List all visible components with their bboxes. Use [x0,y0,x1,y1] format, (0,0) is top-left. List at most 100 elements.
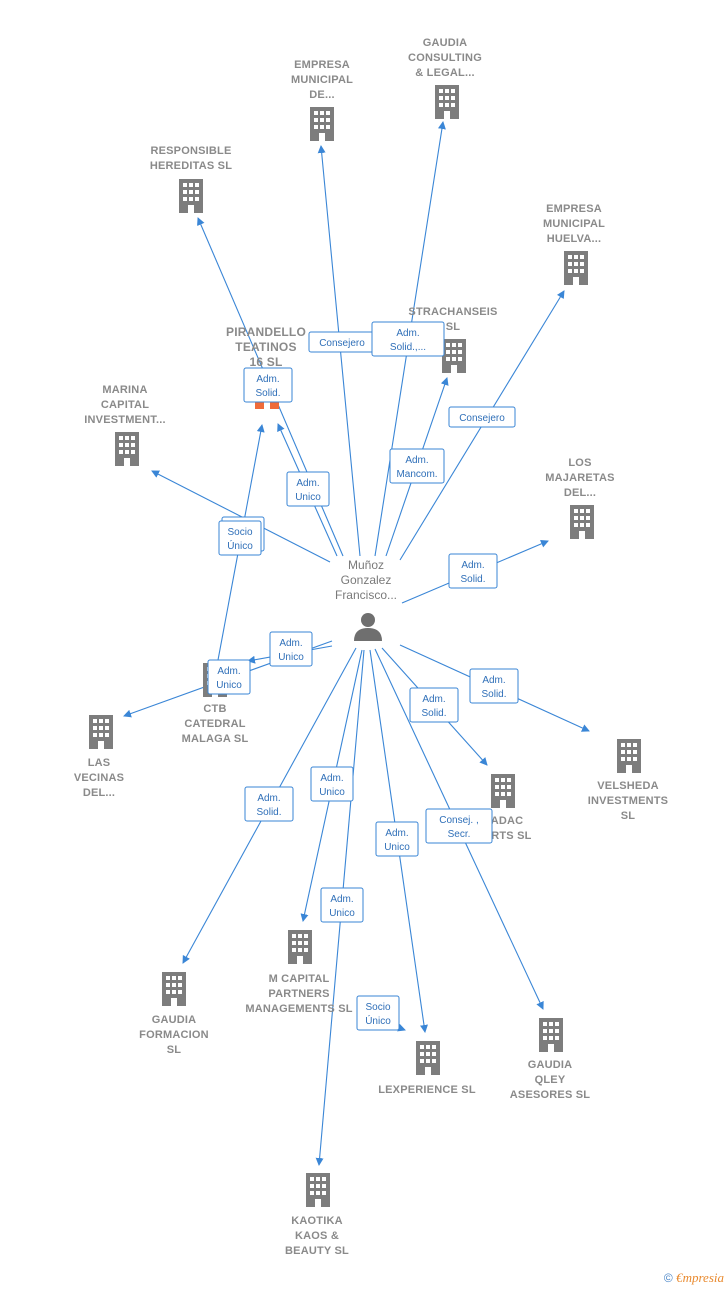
company-name-line[interactable]: MAJARETAS [545,472,614,484]
company-name-line[interactable]: RESPONSIBLE [150,145,231,157]
company-node-vecinas[interactable]: LAS VECINAS DEL... [74,715,124,799]
company-name-line[interactable]: KAOTIKA [291,1215,343,1227]
brand-logo-mark: € [676,1270,683,1285]
company-node-emp_municipal_de[interactable]: EMPRESA MUNICIPAL DE... [291,59,353,141]
relation-label-text: Adm. [256,374,279,385]
company-name-line[interactable]: CAPITAL [101,399,149,411]
company-name-line[interactable]: CATEDRAL [184,718,245,730]
company-name-line[interactable]: FORMACION [139,1029,209,1041]
relation-label-emp_municipal_huelva[interactable]: Consejero [448,406,516,428]
company-name-line[interactable]: SL [446,321,461,333]
company-name-line[interactable]: ASESORES SL [510,1089,591,1101]
company-node-kaotika[interactable]: KAOTIKA KAOS & BEAUTY SL [285,1173,349,1257]
company-name-line[interactable]: DEL... [564,487,596,499]
company-node-majaretas[interactable]: LOS MAJARETAS DEL... [545,457,615,539]
relation-label-velsheda[interactable]: Adm.Solid. [469,668,519,704]
relation-label-box [448,553,498,589]
company-name-line[interactable]: MARINA [102,384,147,396]
relation-label-emp_municipal_de[interactable]: Consejero [308,331,376,353]
company-name-line[interactable]: GAUDIA [528,1059,573,1071]
company-name-line[interactable]: MUNICIPAL [543,218,605,230]
relation-label-gaudia_consulting[interactable]: Adm.Solid.,... [371,321,445,357]
company-name-line[interactable]: 16 SL [249,355,282,369]
company-node-adac[interactable]: ADAC ORTS SL [482,774,531,842]
company-node-emp_municipal_huelva[interactable]: EMPRESA MUNICIPAL HUELVA... [543,203,605,285]
relation-label-mcapital[interactable]: Adm. Unico [310,766,354,802]
company-name-line[interactable]: INVESTMENT... [84,414,165,426]
relation-label-lexperience[interactable]: Adm.Unico [375,821,419,857]
company-name-line[interactable]: QLEY [535,1074,566,1086]
company-name-line[interactable]: ORTS SL [482,830,531,842]
company-name-line[interactable]: TEATINOS [235,340,296,354]
relation-label-kaotika[interactable]: Adm.Unico [320,887,364,923]
relation-label-gaudia_formacion[interactable]: Adm.Solid. [244,786,294,822]
relation-label-strachanseis[interactable]: Adm.Mancom. [389,448,445,484]
company-name-line[interactable]: HUELVA... [547,233,602,245]
company-name-line[interactable]: CTB [203,703,226,715]
company-name-line[interactable]: MALAGA SL [182,733,249,745]
relation-label-text: Adm. [320,773,343,784]
company-node-ctb[interactable]: CTB CATEDRAL MALAGA SL [182,663,249,745]
relation-label-text: Adm. [396,328,419,339]
person-name-line[interactable]: Gonzalez [341,573,392,587]
company-name-line[interactable]: STRACHANSEIS [408,306,497,318]
company-name-line[interactable]: EMPRESA [546,203,602,215]
person-name-line[interactable]: Muñoz [348,558,384,572]
relation-label-text: Unico [319,787,345,798]
company-name-line[interactable]: SL [621,810,636,822]
company-node-marina[interactable]: MARINA CAPITAL INVESTMENT... [84,384,166,466]
relation-label-pirandello[interactable]: Adm.Unico [286,471,330,507]
footer-credit[interactable]: © €mpresia [664,1270,724,1286]
person-name-line[interactable]: Francisco... [335,588,397,602]
company-name-line[interactable]: SL [167,1044,182,1056]
company-name-line[interactable]: BEAUTY SL [285,1245,349,1257]
company-name-line[interactable]: ADAC [491,815,524,827]
company-node-gaudia_consulting[interactable]: GAUDIA CONSULTING & LEGAL... [408,37,482,119]
relation-label-vecinas2[interactable]: Adm.Unico [269,631,313,667]
company-name-line[interactable]: LEXPERIENCE SL [378,1084,476,1096]
company-name-line[interactable]: HEREDITAS SL [150,160,232,172]
relation-label-box [409,687,459,723]
company-name-line[interactable]: KAOS & [295,1230,339,1242]
relation-label-adac[interactable]: Adm.Solid. [409,687,459,723]
relation-label-text: Unico [278,652,304,663]
company-name-line[interactable]: CONSULTING [408,52,482,64]
company-node-velsheda[interactable]: VELSHEDA INVESTMENTS SL [588,739,668,822]
relation-label-box [371,321,445,357]
relation-label-text: Socio [365,1002,390,1013]
company-name-line[interactable]: PIRANDELLO [226,325,306,339]
company-node-responsible[interactable]: RESPONSIBLE HEREDITAS SL [150,145,232,213]
company-name-line[interactable]: DEL... [83,787,115,799]
company-node-mcapital[interactable]: M CAPITAL PARTNERS MANAGEMENTS SL [245,930,353,1015]
relation-label-box [320,887,364,923]
company-name-line[interactable]: MANAGEMENTS SL [245,1003,352,1015]
relation-label-majaretas[interactable]: Adm.Solid. [448,553,498,589]
company-node-gaudia_formacion[interactable]: GAUDIA FORMACION SL [139,972,209,1056]
company-name-line[interactable]: MUNICIPAL [291,74,353,86]
company-name-line[interactable]: M CAPITAL [269,973,330,985]
relation-label-vecinas[interactable]: Adm.Unico [207,659,251,695]
relation-label-responsible[interactable]: Adm.Solid. [243,367,293,403]
relation-label-box [218,520,262,556]
company-name-line[interactable]: GAUDIA [152,1014,197,1026]
brand-logo-text: mpresia [682,1270,724,1285]
relation-label-gaudia_qley[interactable]: Consej. ,Secr. [425,808,493,844]
center-person[interactable]: MuñozGonzalezFrancisco... [335,558,397,641]
company-name-line[interactable]: PARTNERS [268,988,329,1000]
company-name-line[interactable]: & LEGAL... [415,67,474,79]
company-name-line[interactable]: LOS [568,457,591,469]
company-node-gaudia_qley[interactable]: GAUDIA QLEY ASESORES SL [510,1018,591,1101]
company-name-line[interactable]: GAUDIA [423,37,468,49]
company-name-line[interactable]: EMPRESA [294,59,350,71]
company-name-line[interactable]: DE... [309,89,334,101]
company-name-line[interactable]: LAS [88,757,111,769]
company-node-strachanseis[interactable]: STRACHANSEIS SL [408,306,497,373]
company-name-line[interactable]: INVESTMENTS [588,795,668,807]
company-node-lexperience[interactable]: LEXPERIENCE SL [378,1041,476,1096]
company-name-line[interactable]: VECINAS [74,772,124,784]
company-name-line[interactable]: VELSHEDA [597,780,659,792]
